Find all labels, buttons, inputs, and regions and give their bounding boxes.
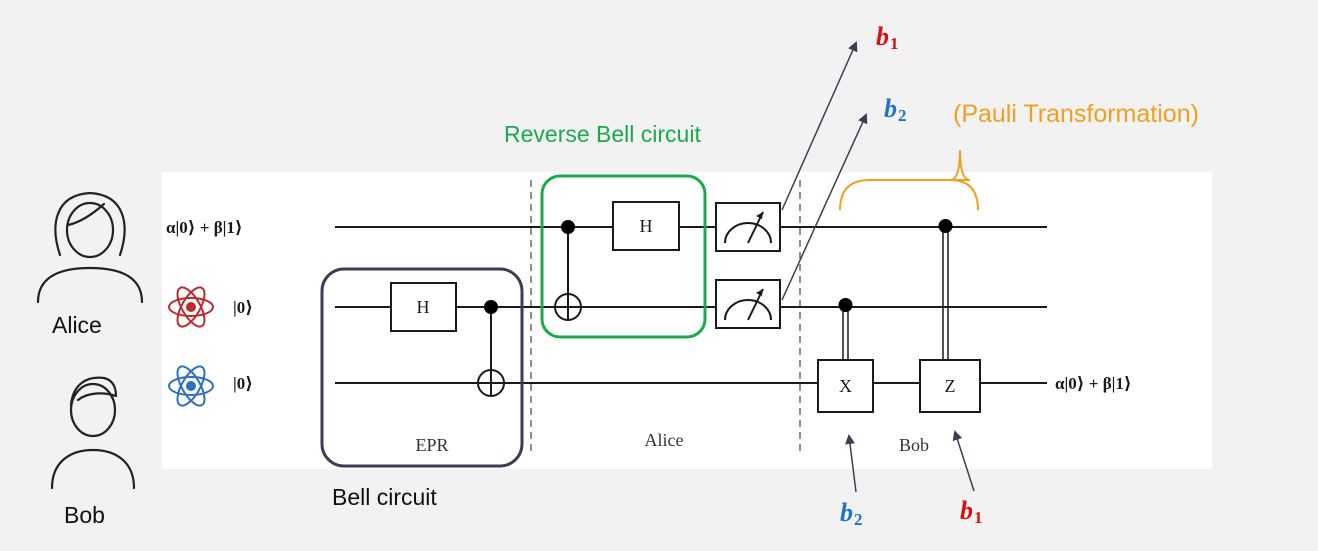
reverse-bell-circuit-label: Reverse Bell circuit [504, 121, 701, 147]
qubit-label-zero-2: |0⟩ [233, 374, 253, 393]
classical-wire-x [842, 307, 849, 360]
output-state-label: α|0⟩ + β|1⟩ [1055, 374, 1132, 393]
b2-label-bottom: b2 [840, 498, 863, 529]
z-gate [919, 359, 981, 413]
h-gate-alice-label: H [640, 216, 653, 236]
arrow-b1-bottom [952, 430, 975, 492]
x-gate [817, 359, 874, 413]
reverse-bell-box [540, 174, 707, 339]
bell-circuit-box [320, 267, 524, 468]
qubit-label-zero-1: |0⟩ [233, 298, 253, 317]
section-label-epr: EPR [415, 435, 448, 455]
alice-label: Alice [52, 312, 102, 338]
bob-label: Bob [64, 502, 105, 528]
section-label-bob: Bob [899, 435, 929, 455]
measurement-meter-1 [715, 202, 781, 252]
b1-label-top: b1 [876, 22, 899, 53]
pauli-transformation-label: (Pauli Transformation) [953, 100, 1199, 128]
classical-control-z [938, 219, 953, 233]
arrow-b1-top [781, 41, 858, 211]
classical-control-x [838, 298, 853, 312]
person-female-icon [36, 191, 144, 304]
atom-icon [168, 286, 214, 328]
person-male-icon [50, 376, 136, 490]
arrow-b2-top [781, 113, 868, 301]
measurement-meter-2 [715, 279, 781, 329]
cnot-epr-control [484, 300, 498, 314]
h-gate-epr [390, 282, 457, 332]
circuit-panel [162, 172, 1212, 469]
z-gate-label: Z [945, 376, 956, 396]
qubit-label-psi: α|0⟩ + β|1⟩ [166, 218, 243, 237]
atom-icon [168, 365, 214, 407]
bell-circuit-label: Bell circuit [332, 484, 437, 510]
b1-label-bottom: b1 [960, 496, 983, 527]
h-gate-alice [612, 201, 680, 251]
classical-wire-z [942, 227, 949, 360]
cnot-alice-control [561, 220, 575, 234]
pauli-brace [839, 149, 979, 211]
x-gate-label: X [839, 376, 852, 396]
b2-label-top: b2 [884, 94, 907, 125]
h-gate-epr-label: H [417, 297, 430, 317]
section-label-alice: Alice [645, 430, 684, 450]
arrow-b2-bottom [845, 434, 857, 493]
